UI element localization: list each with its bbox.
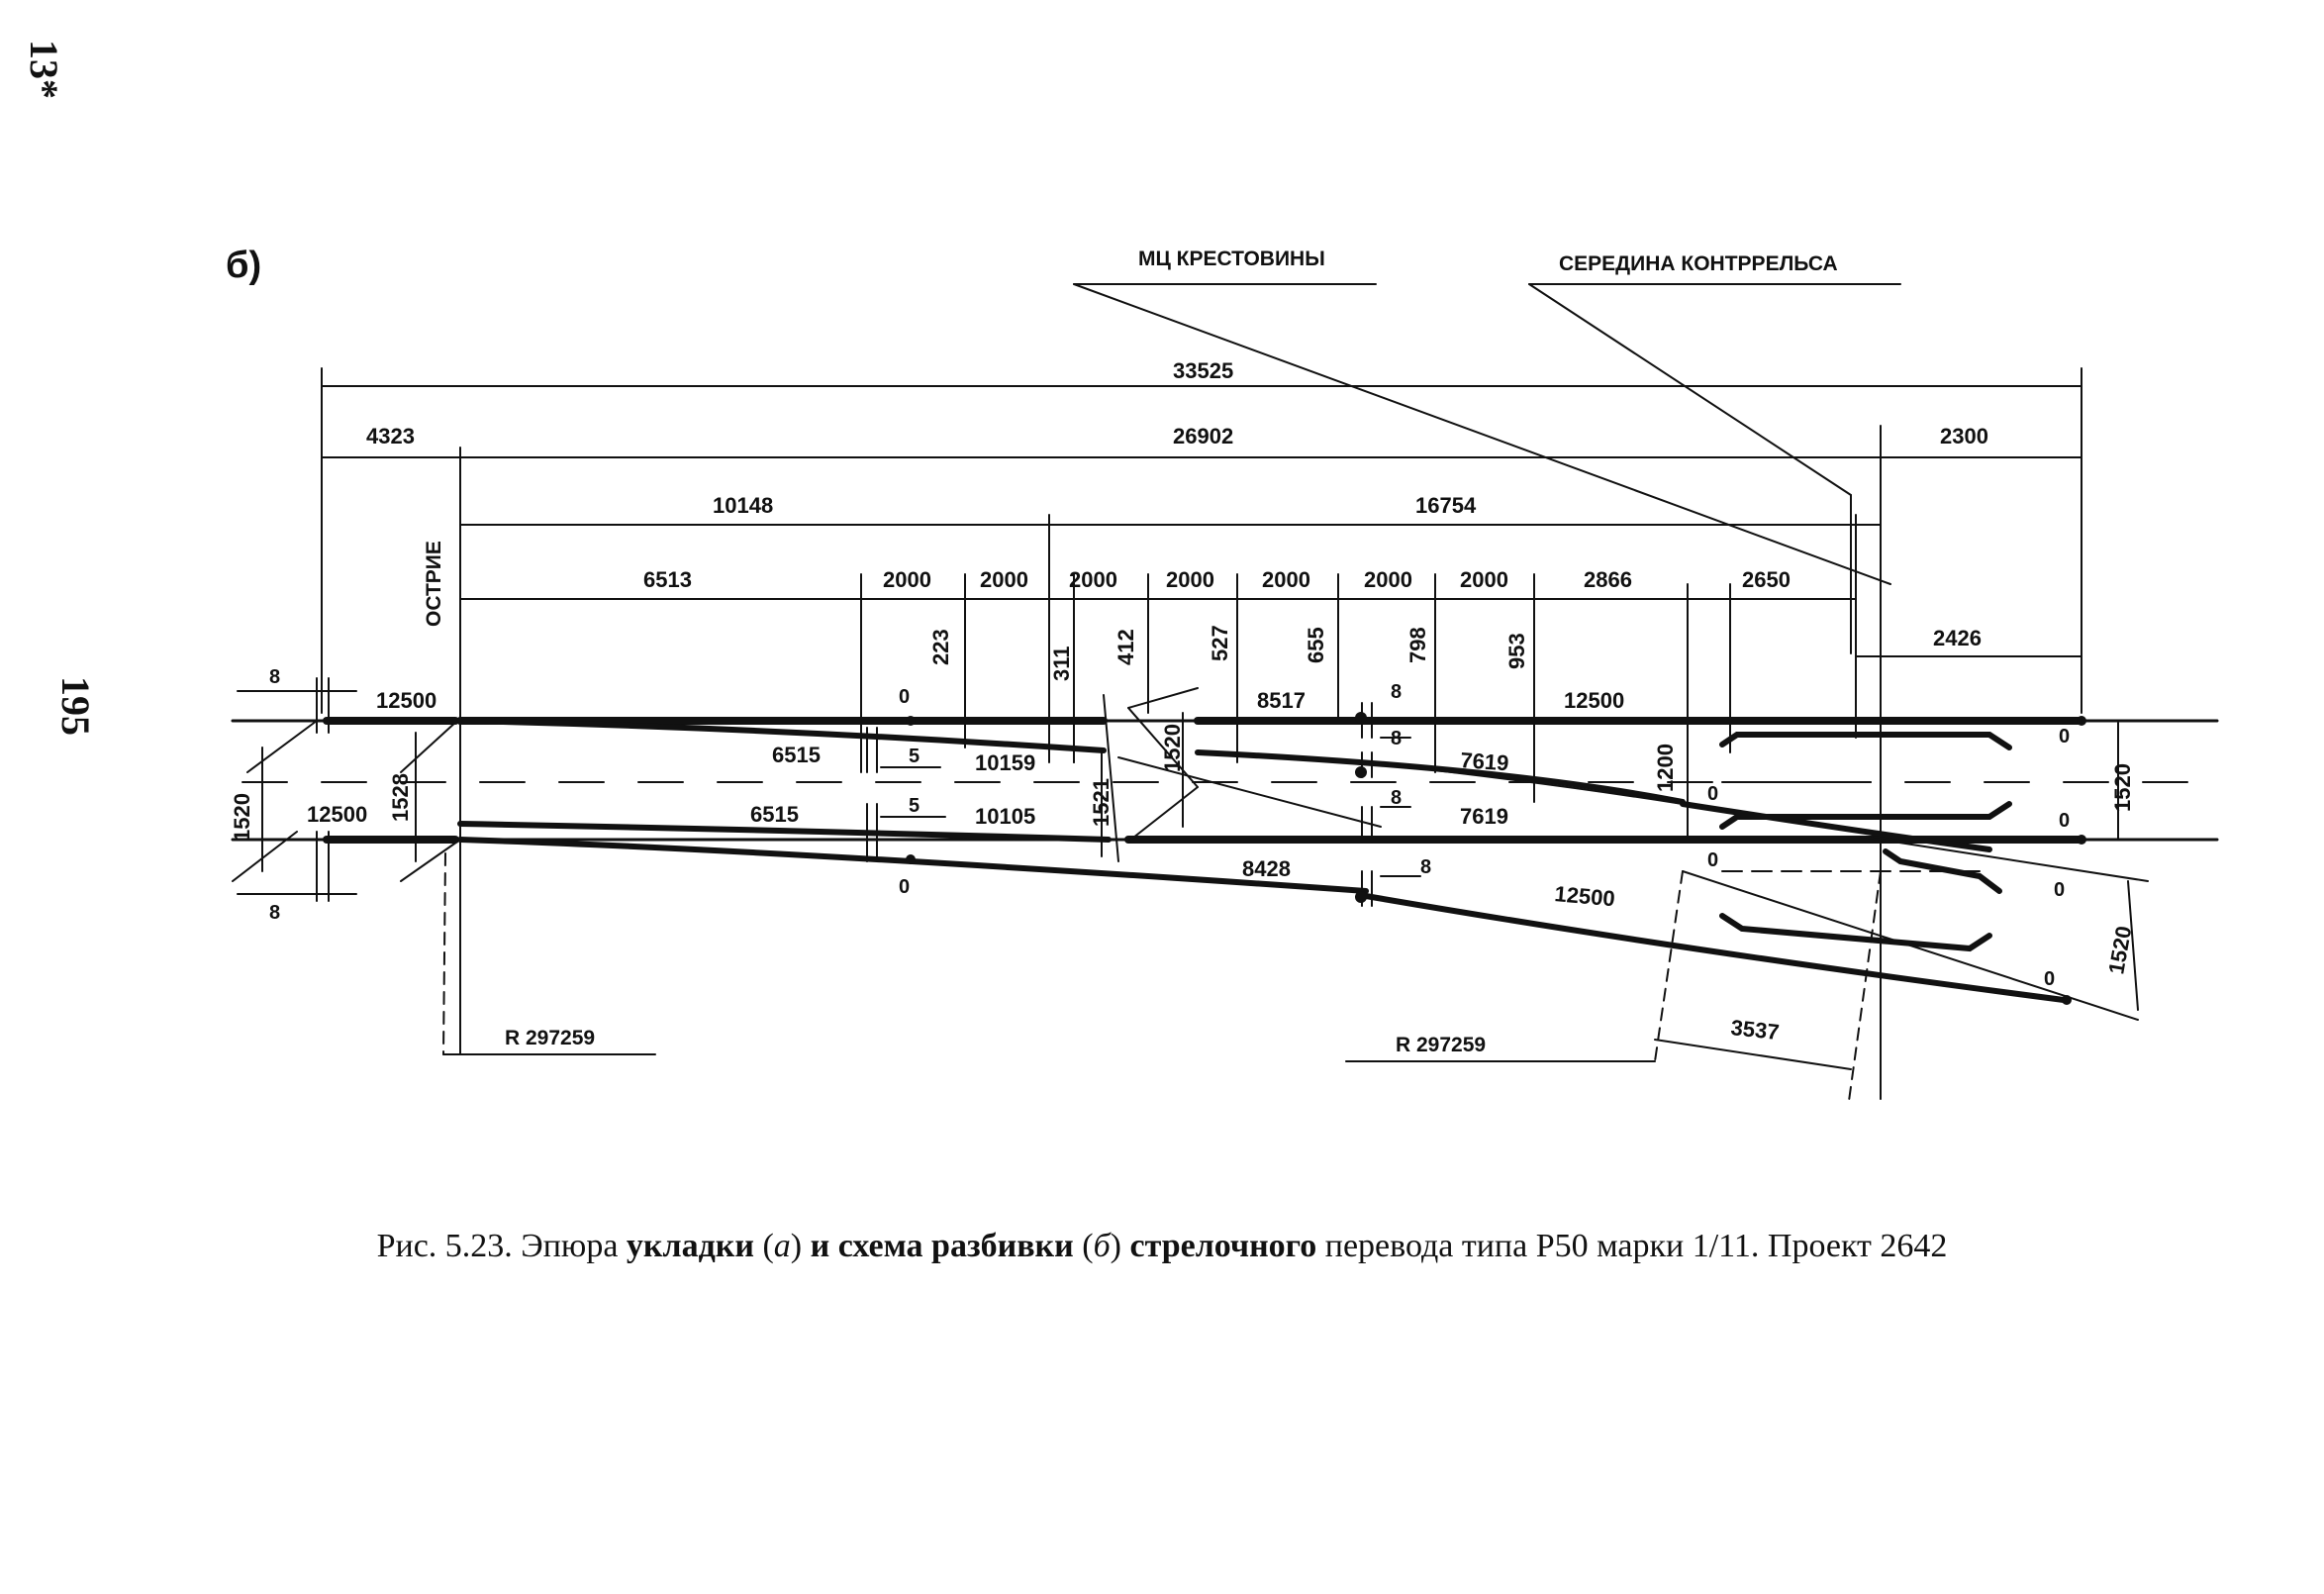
segment-dim: 2000 xyxy=(1460,567,1508,592)
rail-length: 7619 xyxy=(1460,747,1510,775)
rail-length: 12500 xyxy=(1564,688,1624,713)
gap-label: 8 xyxy=(1420,856,1431,878)
rail-length: 8517 xyxy=(1257,688,1306,713)
caption-rest: перевода типа Р50 марки 1/11. Проект 264… xyxy=(1316,1228,1948,1264)
ordinate-value: 311 xyxy=(1049,647,1074,682)
segment-dim: 2000 xyxy=(883,567,931,592)
gap-label: 8 xyxy=(269,902,280,924)
rail-length: 3537 xyxy=(1729,1015,1780,1045)
caption-prefix: Рис. 5.23. Эпюра xyxy=(376,1228,627,1264)
rail-length: 10159 xyxy=(975,750,1035,775)
segment-dim: 2000 xyxy=(1069,567,1117,592)
ordinate-value: 798 xyxy=(1405,627,1430,663)
caption-a: а xyxy=(773,1228,791,1264)
caption-bold2: и схема разбивки xyxy=(810,1228,1074,1264)
segment-dim: 2000 xyxy=(1166,567,1214,592)
ordinate-value: 527 xyxy=(1208,625,1232,661)
dim-main: 26902 xyxy=(1173,424,1233,448)
zero-mark: 0 xyxy=(2059,726,2070,747)
zero-mark: 0 xyxy=(1707,849,1718,871)
zero-marks: 0 0 0 0 0 0 0 0 xyxy=(899,686,2070,990)
segment-dim: 2866 xyxy=(1584,567,1632,592)
zero-mark: 0 xyxy=(2054,879,2065,901)
point-callout: ОСТРИЕ xyxy=(423,541,445,627)
segment-dim: 2000 xyxy=(1364,567,1412,592)
rail-length: 6515 xyxy=(750,802,799,827)
gap-label: 5 xyxy=(909,795,920,817)
rail-length: 12500 xyxy=(1554,881,1616,911)
dim-total: 33525 xyxy=(1173,358,1233,383)
zero-mark: 0 xyxy=(1707,783,1718,805)
ordinate-value: 953 xyxy=(1504,633,1529,669)
guard-rail-middle-callout: СЕРЕДИНА КОНТРРЕЛЬСА xyxy=(1559,252,1838,275)
segment-dim: 2000 xyxy=(980,567,1028,592)
zero-mark: 0 xyxy=(2044,968,2055,990)
figure-caption: Рис. 5.23. Эпюра укладки (а) и схема раз… xyxy=(0,1228,2324,1265)
caption-bold1: укладки xyxy=(626,1228,754,1264)
frog-center-callout: МЦ КРЕСТОВИНЫ xyxy=(1138,248,1325,270)
dim-frog-offset: 2426 xyxy=(1933,626,1982,650)
caption-bold3: стрелочного xyxy=(1129,1228,1317,1264)
segment-dim: 2000 xyxy=(1262,567,1310,592)
rail-length: 12500 xyxy=(307,802,367,827)
rail-length-labels: 12500 8517 12500 12500 6515 10159 6515 1… xyxy=(307,688,1781,1045)
gauge-label: 1520 xyxy=(2103,924,2136,976)
zero-mark: 0 xyxy=(899,686,910,708)
rail-length: 6515 xyxy=(772,743,821,767)
segment-dim: 6513 xyxy=(643,567,692,592)
gap-label: 8 xyxy=(1391,681,1402,703)
ordinate-value: 223 xyxy=(928,629,953,665)
segment-dim: 2650 xyxy=(1742,567,1791,592)
dim-center-to-frog: 16754 xyxy=(1415,493,1477,518)
ordinate-value: 1200 xyxy=(1653,744,1678,792)
caption-part2: ( xyxy=(753,1228,774,1264)
dim-tail: 2300 xyxy=(1940,424,1988,448)
zero-mark: 0 xyxy=(2059,810,2070,832)
radius-right-label: R 297259 xyxy=(1396,1034,1486,1056)
ordinate-value: 412 xyxy=(1114,629,1138,665)
gauge-label: 1520 xyxy=(230,793,254,842)
gap-label: 8 xyxy=(1391,787,1402,809)
gauge-label: 1528 xyxy=(388,773,413,822)
caption-part3: ) xyxy=(790,1228,811,1264)
rail-length: 8428 xyxy=(1242,856,1291,881)
radius-left-label: R 297259 xyxy=(505,1027,595,1049)
caption-part5: ) xyxy=(1110,1228,1130,1264)
gap-label: 8 xyxy=(1391,728,1402,749)
gap-labels: 8 8 5 5 8 8 8 8 xyxy=(269,666,1431,924)
dim-to-center: 10148 xyxy=(713,493,773,518)
panel-label: б) xyxy=(226,245,261,286)
ordinate-values: 223 311 412 527 655 798 953 1200 xyxy=(928,625,1678,792)
gap-label: 5 xyxy=(909,746,920,767)
gap-label: 8 xyxy=(269,666,280,688)
rail-length: 10105 xyxy=(975,804,1035,829)
caption-part4: ( xyxy=(1073,1228,1094,1264)
gauge-label: 1520 xyxy=(1160,724,1185,772)
gauge-label: 1521 xyxy=(1089,778,1114,827)
dim-front-overhang: 4323 xyxy=(366,424,415,448)
rail-length: 7619 xyxy=(1460,804,1508,829)
zero-mark: 0 xyxy=(899,876,910,898)
ordinate-value: 655 xyxy=(1304,627,1328,663)
panel-label-text: б) xyxy=(226,245,261,286)
gauge-label: 1520 xyxy=(2110,763,2135,812)
caption-b: б xyxy=(1093,1228,1111,1264)
rail-length: 12500 xyxy=(376,688,436,713)
segment-dimensions: 6513 2000 2000 2000 2000 2000 2000 2000 … xyxy=(643,567,1791,592)
